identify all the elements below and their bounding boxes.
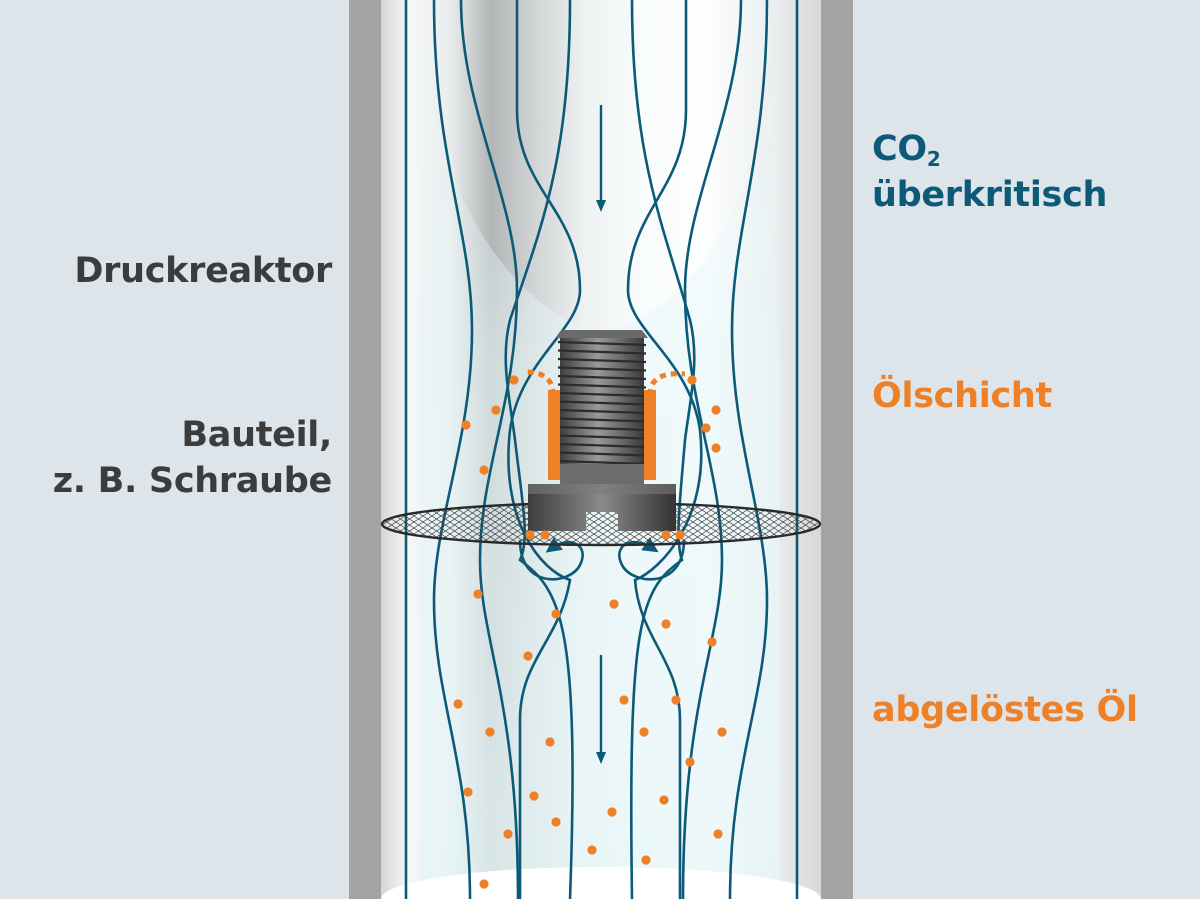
oil-droplet: [707, 637, 717, 647]
co2-subscript: 2: [926, 147, 941, 171]
oil-droplet: [479, 879, 489, 889]
oil-droplet: [551, 817, 561, 827]
co2-main: CO: [872, 129, 927, 169]
oil-droplet: [687, 375, 697, 385]
thread-line: [557, 451, 647, 457]
dissolved-oil-label: abgelöstes Öl: [872, 690, 1138, 730]
co2-label: CO2 überkritisch: [872, 126, 1107, 218]
oil-droplets: [453, 375, 727, 889]
flow-arrow-bottom-icon: [596, 655, 606, 764]
oil-droplet: [485, 727, 495, 737]
thread-line: [557, 400, 647, 406]
oil-curl-left: [524, 369, 556, 396]
part-label: Bauteil, z. B. Schraube: [52, 412, 333, 504]
thread-line: [557, 425, 647, 432]
oil-droplet: [509, 375, 519, 385]
thread-line: [557, 340, 647, 347]
oil-droplet: [701, 423, 711, 433]
thread-line: [557, 442, 647, 449]
oil-droplet: [711, 443, 721, 453]
oil-droplet: [525, 530, 535, 540]
oil-droplet: [551, 609, 561, 619]
oil-droplet: [609, 599, 619, 609]
thread-line: [557, 408, 647, 415]
oil-droplet: [711, 405, 721, 415]
thread-line: [557, 349, 647, 355]
oil-droplet: [523, 651, 533, 661]
oil-droplet: [713, 829, 723, 839]
oil-droplet: [587, 845, 597, 855]
screw-thread-lines: [557, 340, 647, 466]
oil-droplet: [491, 405, 501, 415]
oil-droplet: [503, 829, 513, 839]
oil-droplet: [717, 727, 727, 737]
oil-droplet: [473, 589, 483, 599]
co2-formula: CO2: [872, 126, 1107, 172]
thread-line: [557, 417, 647, 423]
oil-droplet: [685, 757, 695, 767]
tube-bottom-rim: [381, 867, 821, 899]
flow-lines: [404, 0, 799, 899]
oil-droplet: [529, 791, 539, 801]
oil-droplet: [461, 420, 471, 430]
oil-droplet: [453, 699, 463, 709]
thread-line: [557, 374, 647, 381]
part-label-line2: z. B. Schraube: [52, 461, 333, 501]
oil-droplet: [607, 807, 617, 817]
part-label-line1: Bauteil,: [181, 415, 332, 455]
oil-droplet: [540, 530, 550, 540]
screw: [528, 330, 676, 531]
reactor-wall-right: [821, 0, 853, 899]
oil-droplet: [659, 795, 669, 805]
screw-collar: [560, 464, 644, 484]
screw-head: [528, 484, 676, 531]
oil-layer-label: Ölschicht: [872, 376, 1052, 416]
oil-droplet: [661, 619, 671, 629]
thread-line: [557, 391, 647, 398]
thread-line: [557, 383, 647, 389]
oil-droplet: [479, 465, 489, 475]
thread-line: [557, 357, 647, 364]
oil-layer: [548, 390, 656, 480]
oil-droplet: [463, 787, 473, 797]
reactor-label: Druckreaktor: [74, 251, 332, 291]
oil-curl-right: [647, 371, 686, 396]
oil-droplet: [639, 727, 649, 737]
oil-droplet: [661, 530, 671, 540]
oil-droplet: [641, 855, 651, 865]
oil-droplet: [619, 695, 629, 705]
oil-droplet: [675, 530, 685, 540]
oil-droplet: [545, 737, 555, 747]
oil-droplet: [671, 695, 681, 705]
thread-line: [557, 434, 647, 440]
thread-line: [557, 366, 647, 372]
reactor-wall-left: [349, 0, 381, 899]
co2-state: überkritisch: [872, 175, 1108, 215]
flow-arrow-top-icon: [596, 105, 606, 212]
thread-line: [557, 459, 647, 466]
